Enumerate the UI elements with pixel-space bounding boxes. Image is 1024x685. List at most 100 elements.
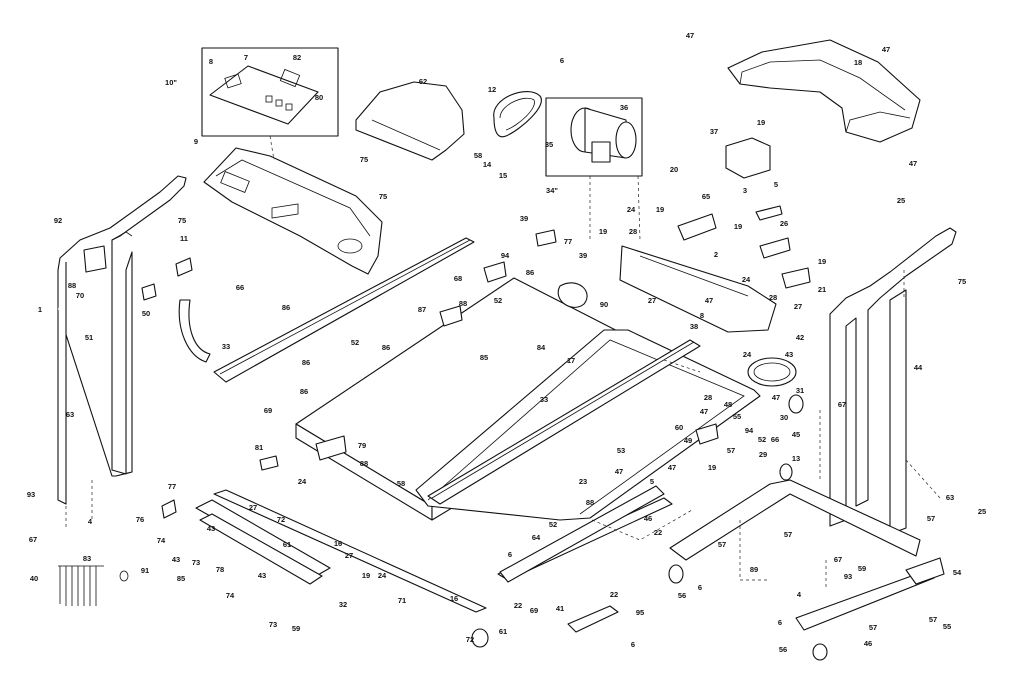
callout-c59: 59: [858, 564, 866, 573]
callout-c33b: 33: [540, 395, 548, 404]
callout-c67c: 67: [29, 535, 37, 544]
callout-c85: 85: [480, 353, 488, 362]
callout-c47c: 47: [909, 159, 917, 168]
callout-c24b: 24: [743, 350, 752, 359]
callout-c93a: 93: [844, 572, 852, 581]
callout-c86e: 86: [300, 387, 308, 396]
callout-c22a: 22: [610, 590, 618, 599]
callout-c59b: 59: [292, 624, 300, 633]
left-side-rail: [213, 237, 475, 383]
callout-c47a: 47: [686, 31, 694, 40]
callout-c10: 10": [165, 78, 177, 87]
callout-c28a: 28: [629, 227, 637, 236]
callout-c47e: 47: [615, 467, 623, 476]
callout-c86a: 86: [526, 268, 534, 277]
callout-c45: 45: [792, 430, 800, 439]
callout-c85b: 85: [177, 574, 185, 583]
callout-c39: 39: [520, 214, 528, 223]
callout-c58b: 58: [397, 479, 405, 488]
callout-c54: 54: [953, 568, 962, 577]
callout-c17: 17: [567, 356, 575, 365]
callout-c19e: 19: [708, 463, 716, 472]
callout-c13: 13: [792, 454, 800, 463]
callout-c12: 12: [488, 85, 496, 94]
callout-c26: 26: [780, 219, 788, 228]
wheels: [471, 463, 828, 661]
callout-c38: 38: [690, 322, 698, 331]
callout-c50: 50: [142, 309, 150, 318]
callout-c63a: 63: [66, 410, 74, 419]
callout-c71: 71: [398, 596, 406, 605]
callout-c47b: 47: [882, 45, 890, 54]
callout-c19a: 19: [656, 205, 664, 214]
callout-c94b: 94: [745, 426, 754, 435]
pulley-assembly: [747, 357, 804, 414]
callout-c15: 15: [499, 171, 507, 180]
callout-c70: 70: [76, 291, 84, 300]
callout-c75d: 75: [958, 277, 966, 286]
callout-c86b: 86: [282, 303, 290, 312]
callout-c88a: 88: [459, 299, 467, 308]
callout-c8b: 8: [209, 57, 213, 66]
callout-c51: 51: [85, 333, 93, 342]
callout-c69b: 69: [530, 606, 538, 615]
callout-c36: 36: [620, 103, 628, 112]
callout-c67b: 67: [834, 555, 842, 564]
callout-c43a: 43: [785, 350, 793, 359]
callout-c88b: 88: [586, 498, 594, 507]
callout-c57b: 57: [784, 530, 792, 539]
callout-c67a: 67: [838, 400, 846, 409]
callout-c43b: 43: [207, 524, 215, 533]
callout-c35: 35: [545, 140, 553, 149]
callout-c86c: 86: [302, 358, 310, 367]
callout-c53: 53: [617, 446, 625, 455]
callout-c75c: 75: [379, 192, 387, 201]
callout-c77b: 77: [564, 237, 572, 246]
callout-c64: 64: [532, 533, 541, 542]
callout-c19d: 19: [818, 257, 826, 266]
callout-c78: 78: [216, 565, 224, 574]
callout-c52d: 52: [351, 338, 359, 347]
callout-c57f: 57: [727, 446, 735, 455]
callout-c66: 66: [771, 435, 779, 444]
callout-c33a: 33: [222, 342, 230, 351]
callout-c86d: 86: [382, 343, 390, 352]
callout-c19f: 19: [599, 227, 607, 236]
callout-c87: 87: [418, 305, 426, 314]
callout-c74a: 74: [157, 536, 166, 545]
callout-c23: 23: [579, 477, 587, 486]
callout-c84: 84: [537, 343, 546, 352]
callout-c93b: 93: [27, 490, 35, 499]
callout-c24c: 24: [742, 275, 751, 284]
callout-c27d: 27: [345, 551, 353, 560]
callout-c56a: 56: [678, 591, 686, 600]
latch-assembly: [567, 605, 619, 633]
callout-c57c: 57: [718, 540, 726, 549]
callout-c6b: 6: [698, 583, 702, 592]
callout-c74b: 74: [226, 591, 235, 600]
callout-c29: 29: [759, 450, 767, 459]
callout-c60: 60: [675, 423, 683, 432]
callout-c46a: 46: [644, 514, 652, 523]
callout-c14: 14: [483, 160, 492, 169]
callout-c73b: 73: [269, 620, 277, 629]
callout-c44: 44: [914, 363, 923, 372]
drive-belt: [493, 91, 542, 138]
callout-c16b: 16: [450, 594, 458, 603]
bolt-set: [58, 565, 129, 606]
callout-c18: 18: [854, 58, 862, 67]
callout-c79: 79: [358, 441, 366, 450]
right-upright: [829, 227, 957, 535]
motor-hood: [727, 39, 921, 143]
callout-c47d: 47: [772, 393, 780, 402]
callout-c69a: 69: [264, 406, 272, 415]
callout-c24a: 24: [627, 205, 636, 214]
callout-c22c: 22: [654, 528, 662, 537]
callout-c9: 9: [194, 137, 198, 146]
callout-c24e: 24: [378, 571, 387, 580]
right-side-rail: [427, 339, 701, 505]
callout-c76: 76: [136, 515, 144, 524]
callout-c34: 34": [546, 186, 558, 195]
callout-c80: 80: [315, 93, 323, 102]
